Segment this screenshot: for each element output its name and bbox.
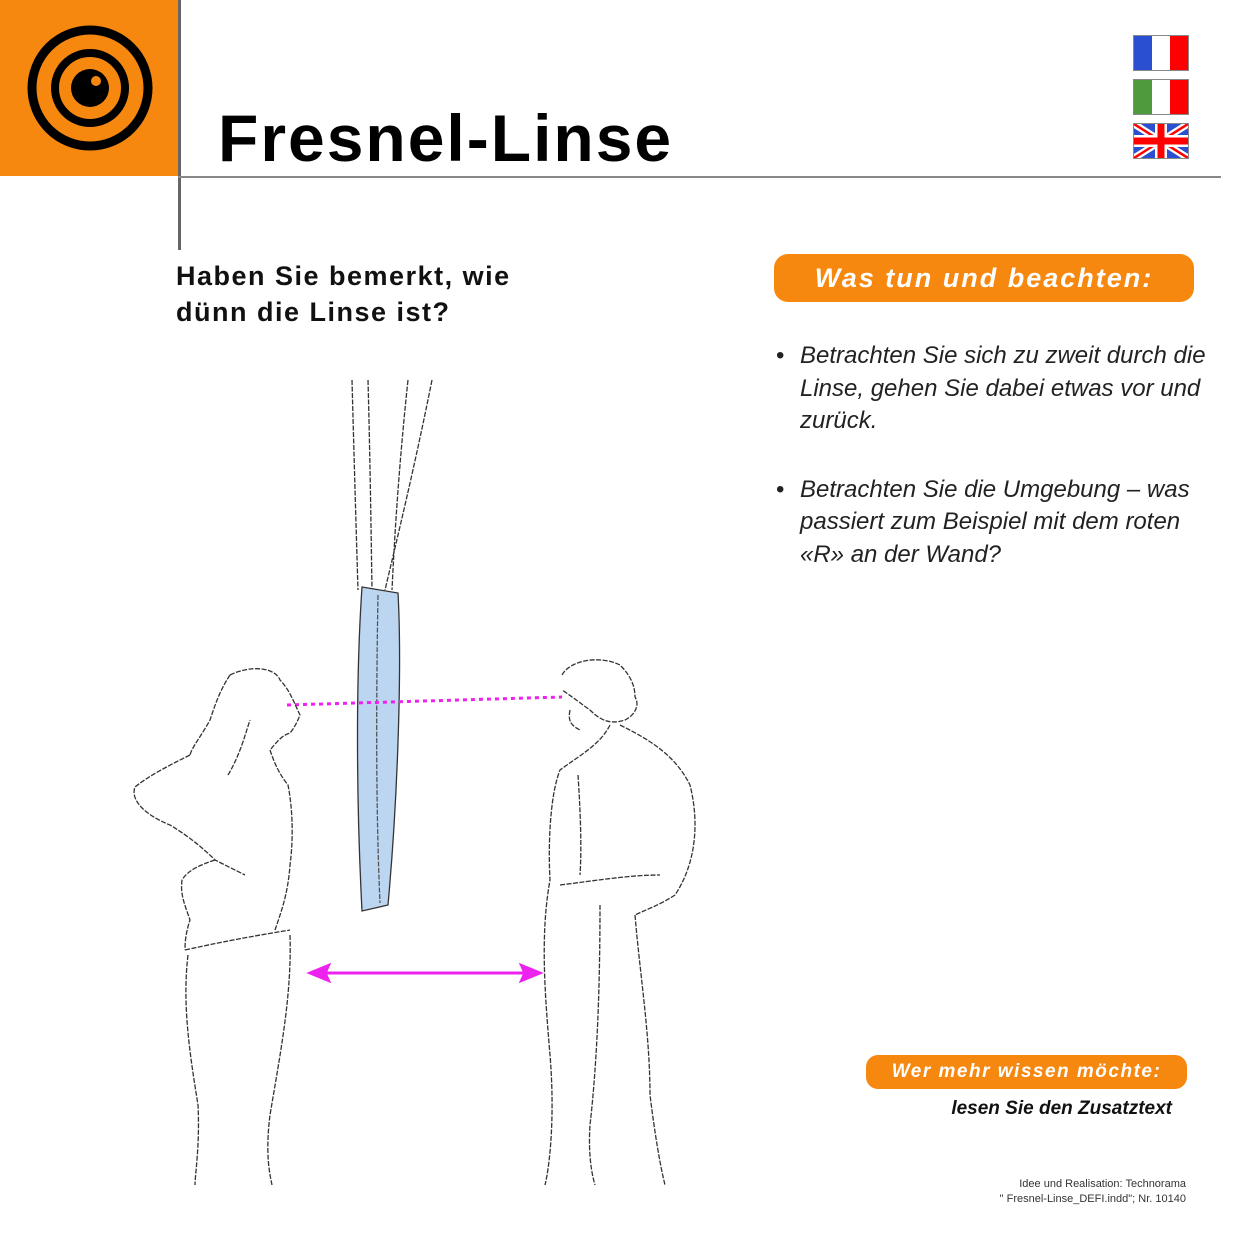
vertical-divider [178, 0, 181, 250]
question-line-2: dünn die Linse ist? [176, 297, 451, 327]
credits-line-1: Idee und Realisation: Technorama [1019, 1178, 1186, 1190]
right-person [543, 659, 696, 1186]
question-line-1: Haben Sie bemerkt, wie [176, 261, 511, 291]
lead-question: Haben Sie bemerkt, wie dünn die Linse is… [176, 258, 596, 330]
more-info-link[interactable]: lesen Sie den Zusatztext [951, 1098, 1172, 1119]
more-info-heading: Wer mehr wissen möchte: [866, 1055, 1187, 1089]
flag-italy-icon[interactable] [1133, 79, 1189, 115]
fresnel-lens-illustration [130, 375, 710, 1186]
left-person [133, 668, 301, 1186]
eye-target-icon [27, 25, 153, 151]
language-selector [1133, 35, 1189, 167]
credits: Idee und Realisation: Technorama " Fresn… [1000, 1177, 1186, 1207]
credits-line-2: " Fresnel-Linse_DEFI.indd"; Nr. 10140 [999, 1193, 1186, 1205]
instruction-item: Betrachten Sie die Umgebung – was passie… [776, 474, 1216, 572]
page-title: Fresnel-Linse [218, 101, 674, 175]
logo [0, 0, 178, 176]
instructions-heading: Was tun und beachten: [774, 254, 1194, 302]
flag-uk-icon[interactable] [1133, 123, 1189, 159]
flag-france-icon[interactable] [1133, 35, 1189, 71]
instructions-list: Betrachten Sie sich zu zweit durch die L… [776, 340, 1216, 607]
header-divider [178, 176, 1221, 178]
fresnel-lens [356, 586, 401, 912]
instruction-item: Betrachten Sie sich zu zweit durch die L… [776, 340, 1216, 438]
